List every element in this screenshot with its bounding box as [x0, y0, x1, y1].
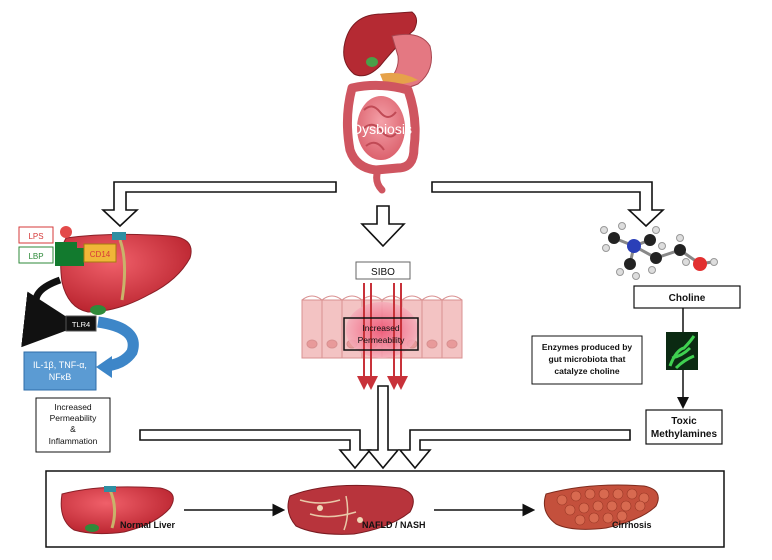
cell-nucleus: [326, 339, 338, 349]
cirrhotic-nodule: [606, 500, 618, 512]
cirrhotic-nodule: [588, 512, 600, 524]
cirrhotic-nodule: [556, 494, 568, 506]
cell-nucleus: [306, 339, 318, 349]
normal-liver-image: [60, 486, 174, 535]
cirrhosis-label: Cirrhosis: [612, 520, 652, 530]
cell-nucleus: [446, 339, 458, 349]
curved-blue-arrow: [97, 316, 139, 372]
toxic-line2: Methylamines: [651, 429, 718, 440]
enzymes-line2: gut microbiota that: [549, 354, 626, 364]
cytokines-box: [23, 351, 97, 391]
right-converging-arrow: [398, 429, 631, 470]
gut-microbiota-image: [666, 332, 698, 370]
left-branch-arrow: [100, 181, 337, 228]
enzymes-box: [531, 335, 643, 385]
sibo-box: [355, 261, 411, 280]
cirrhotic-nodule: [612, 488, 624, 500]
increased-permeability-inflammation-box: [35, 397, 111, 453]
cirrhotic-nodule: [602, 512, 614, 524]
effect-line3: &: [70, 424, 76, 434]
lbp-box: [18, 246, 54, 264]
cytokines-line2: NFκB: [49, 372, 72, 382]
tlr4-label: TLR4: [72, 320, 90, 329]
epithelial-cell: [441, 295, 463, 359]
blue-arrow-head: [96, 356, 112, 378]
center-converging-arrow: [366, 385, 400, 470]
cirrhotic-nodule: [598, 488, 610, 500]
lbp-label: LBP: [28, 252, 43, 261]
effect-line1: Increased: [54, 402, 92, 412]
lps-liver-image: [60, 232, 192, 315]
lps-box: [18, 226, 54, 244]
perm-line1: Increased: [362, 323, 400, 333]
enzymes-line1: Enzymes produced by: [542, 342, 632, 352]
choline-box: [633, 285, 741, 309]
cirrhotic-nodule: [592, 500, 604, 512]
choline-label: Choline: [669, 293, 706, 304]
center-branch-arrow: [360, 205, 406, 248]
toxic-methylamines-box: [645, 409, 723, 445]
cd14-label: CD14: [90, 250, 111, 259]
cytokines-line1: IL-1β, TNF-α,: [33, 360, 87, 370]
right-branch-arrow: [431, 181, 666, 228]
dysbiosis-label: Dysbiosis: [352, 121, 412, 137]
cirrhosis-liver-image: [543, 484, 659, 530]
cirrhotic-nodule: [620, 500, 632, 512]
red-permeability-arrows: [357, 283, 408, 390]
cirrhotic-nodule: [564, 504, 576, 516]
cirrhotic-nodule: [626, 488, 638, 500]
left-converging-arrow: [139, 429, 372, 470]
cirrhotic-nodule: [584, 488, 596, 500]
cell-nucleus: [426, 339, 438, 349]
tlr4-box: [65, 315, 97, 332]
cirrhotic-nodule: [634, 500, 646, 512]
sibo-label: SIBO: [371, 267, 395, 278]
nafld-liver-image: [287, 484, 414, 535]
toxic-line1: Toxic: [671, 416, 697, 427]
digestive-organs-image: [342, 11, 432, 194]
effect-line4: Inflammation: [49, 436, 98, 446]
nafld-label: NAFLD / NASH: [362, 520, 426, 530]
increased-permeability-box: [343, 317, 419, 351]
cirrhotic-nodule: [570, 490, 582, 502]
lbp-receptor: [55, 242, 84, 266]
cirrhotic-nodule: [616, 510, 628, 522]
curved-black-arrow: [21, 276, 80, 348]
normal-liver-label: Normal Liver: [120, 520, 176, 530]
cirrhotic-nodule: [574, 514, 586, 526]
perm-line2: Permeability: [358, 335, 406, 345]
enzymes-line3: catalyze choline: [554, 366, 619, 376]
lps-molecule: [60, 226, 72, 238]
cirrhotic-nodule: [578, 502, 590, 514]
lps-label: LPS: [28, 232, 43, 241]
cd14-box: [83, 243, 117, 263]
choline-molecule-image: [600, 222, 718, 280]
effect-line2: Permeability: [50, 413, 98, 423]
